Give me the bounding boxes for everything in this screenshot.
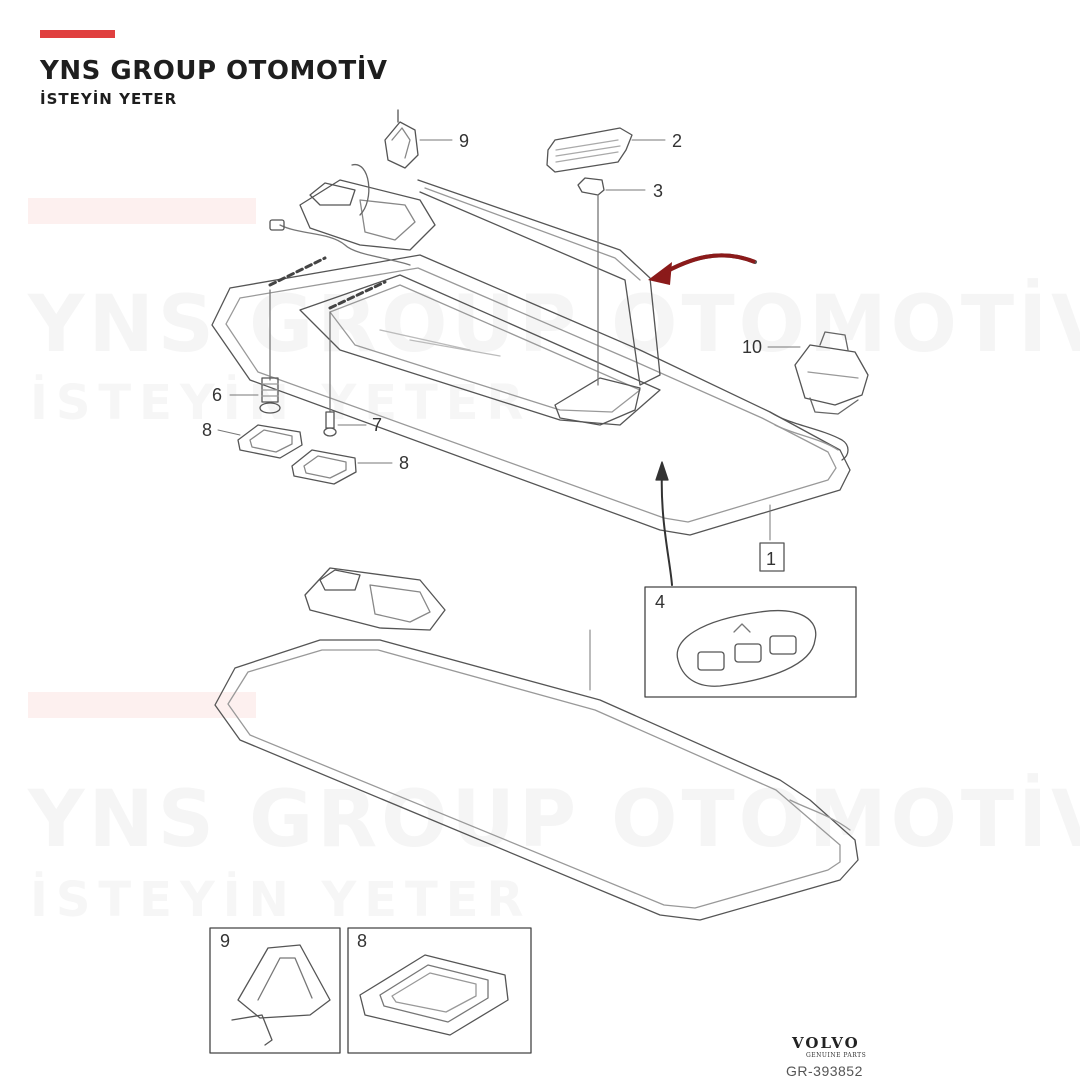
detail-label-4: 4	[655, 592, 665, 612]
reference-code: GR-393852	[786, 1063, 863, 1079]
watermark-title: YNS GROUP OTOMOTİV	[28, 775, 1080, 865]
callout-9: 9	[459, 131, 469, 151]
brand-tagline: İSTEYİN YETER	[40, 90, 178, 108]
arrow-head	[655, 461, 669, 481]
sun-visor-upper	[211, 179, 851, 536]
leader-lines	[217, 139, 801, 691]
callout-box-1	[759, 542, 785, 572]
cover-part-8b	[291, 449, 357, 485]
detail-label-9: 9	[220, 931, 230, 951]
volvo-logo: VOLVO	[792, 1034, 860, 1052]
sun-visor-lower	[214, 639, 859, 921]
detail-box-8	[347, 927, 532, 1054]
lamp-lens-part-2	[546, 127, 633, 173]
detail-box-9	[209, 927, 341, 1054]
clip-part-10	[794, 331, 869, 415]
watermark-tagline: İSTEYİN YETER	[30, 872, 532, 928]
callout-6: 6	[212, 385, 222, 405]
callout-2: 2	[672, 131, 682, 151]
watermark-title: YNS GROUP OTOMOTİV	[28, 280, 1080, 370]
callout-8: 8	[202, 420, 212, 440]
watermark-bar	[28, 692, 256, 718]
brand-accent-bar	[40, 30, 115, 38]
clip-part-9	[384, 109, 419, 169]
bulb-part-3	[577, 177, 605, 386]
detail-label-8: 8	[357, 931, 367, 951]
red-arrow-shaft	[659, 253, 756, 277]
cover-part-8a	[237, 424, 303, 459]
screw-part-7	[323, 411, 337, 437]
brand-title: YNS GROUP OTOMOTİV	[40, 56, 388, 86]
callout-1: 1	[766, 549, 776, 569]
callout-8: 8	[399, 453, 409, 473]
callout-10: 10	[742, 337, 762, 357]
pointer-arrow-up	[660, 469, 673, 586]
callout-7: 7	[372, 415, 382, 435]
detail-box-4	[644, 586, 857, 698]
screw-part-6	[259, 377, 281, 414]
watermark-bar	[28, 198, 256, 224]
callout-3: 3	[653, 181, 663, 201]
mount-bracket-lower	[304, 567, 446, 631]
volvo-logo-sub: GENUINE PARTS	[806, 1052, 867, 1059]
mount-bracket-upper	[269, 164, 436, 266]
